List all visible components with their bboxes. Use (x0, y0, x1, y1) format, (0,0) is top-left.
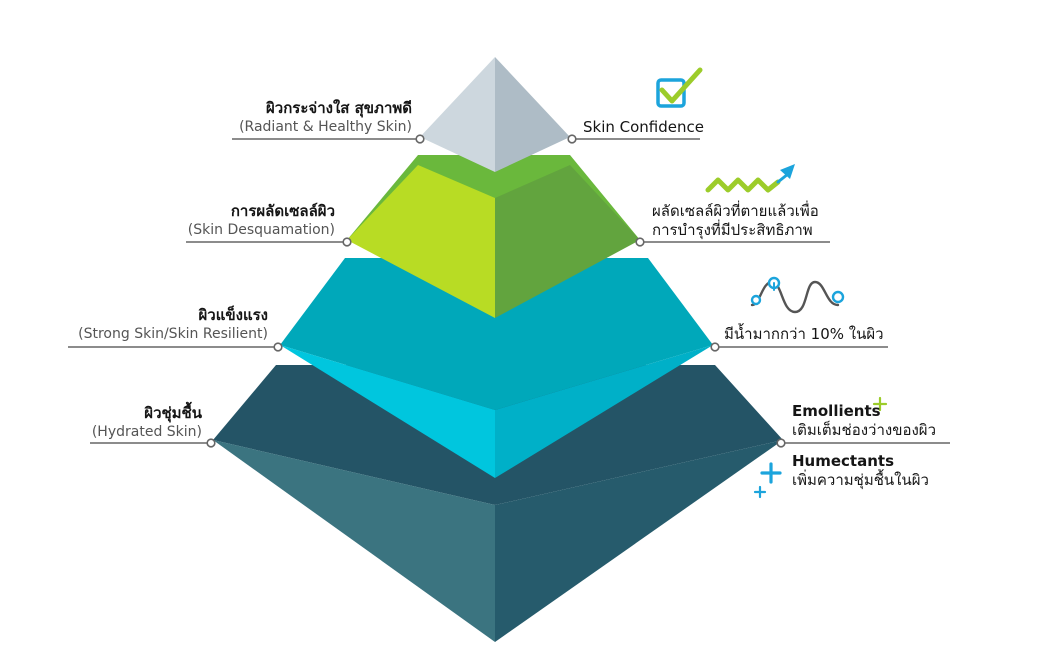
label-emollients: Emollients เติมเต็มช่องว่างของผิว (792, 402, 936, 440)
tier-1-right-face (495, 57, 570, 172)
tier-2-right-face (495, 165, 640, 318)
label-cell-renewal: ผลัดเซลล์ผิวที่ตายแล้วเพื่อ การบำรุงที่ม… (652, 202, 819, 240)
label-water-content-text: มีน้ำมากกว่า 10% ในผิว (724, 325, 884, 343)
right-leader-lines (567, 134, 950, 448)
pyramid-tier-3 (280, 258, 713, 478)
wave-icon (750, 276, 845, 314)
label-radiant-skin-english: (Radiant & Healthy Skin) (239, 119, 412, 135)
label-water-content: มีน้ำมากกว่า 10% ในผิว (724, 325, 884, 344)
pyramid-tier-2 (347, 155, 640, 318)
label-humectants: Humectants เพิ่มความชุ่มชื้นในผิว (792, 452, 929, 490)
tier-4-left-face (213, 440, 495, 642)
label-emollients-desc: เติมเต็มช่องว่างของผิว (792, 421, 936, 439)
plus-icon (753, 396, 888, 499)
pyramid-tier-4 (213, 365, 783, 642)
label-skin-confidence: Skin Confidence (583, 118, 704, 137)
tier-3-top-face (280, 258, 713, 410)
label-strong-skin: ผิวแข็งแรง (Strong Skin/Skin Resilient) (78, 306, 268, 344)
tier-4-right-face (495, 440, 783, 642)
label-emollients-title: Emollients (792, 402, 881, 420)
label-skin-confidence-text: Skin Confidence (583, 118, 704, 136)
label-hydrated-skin: ผิวชุ่มชื้น (Hydrated Skin) (92, 404, 202, 442)
label-desquamation: การผลัดเซลล์ผิว (Skin Desquamation) (188, 202, 335, 240)
left-leader-lines (68, 134, 425, 448)
label-hydrated-skin-thai: ผิวชุ่มชื้น (144, 404, 202, 422)
zigzag-arrow-icon (705, 164, 795, 193)
label-desquamation-thai: การผลัดเซลล์ผิว (230, 202, 335, 220)
tier-1-left-face (420, 57, 495, 172)
pyramid-tier-1 (420, 57, 570, 172)
label-strong-skin-english: (Strong Skin/Skin Resilient) (78, 326, 268, 342)
label-hydrated-skin-english: (Hydrated Skin) (91, 424, 202, 440)
checkbox-check-icon (656, 67, 703, 108)
label-humectants-title: Humectants (792, 452, 894, 470)
label-humectants-desc: เพิ่มความชุ่มชื้นในผิว (792, 471, 929, 489)
label-strong-skin-thai: ผิวแข็งแรง (198, 306, 268, 324)
tier-3-right-face (495, 345, 713, 478)
label-cell-renewal-line1: ผลัดเซลล์ผิวที่ตายแล้วเพื่อ (652, 202, 819, 220)
tier-3-left-face (280, 345, 495, 478)
label-radiant-skin-thai: ผิวกระจ่างใส สุขภาพดี (266, 99, 412, 117)
label-desquamation-english: (Skin Desquamation) (187, 222, 335, 238)
tier-2-left-face (347, 165, 495, 318)
label-cell-renewal-line2: การบำรุงที่มีประสิทธิภาพ (652, 221, 813, 239)
label-radiant-skin: ผิวกระจ่างใส สุขภาพดี (Radiant & Healthy… (239, 99, 412, 137)
